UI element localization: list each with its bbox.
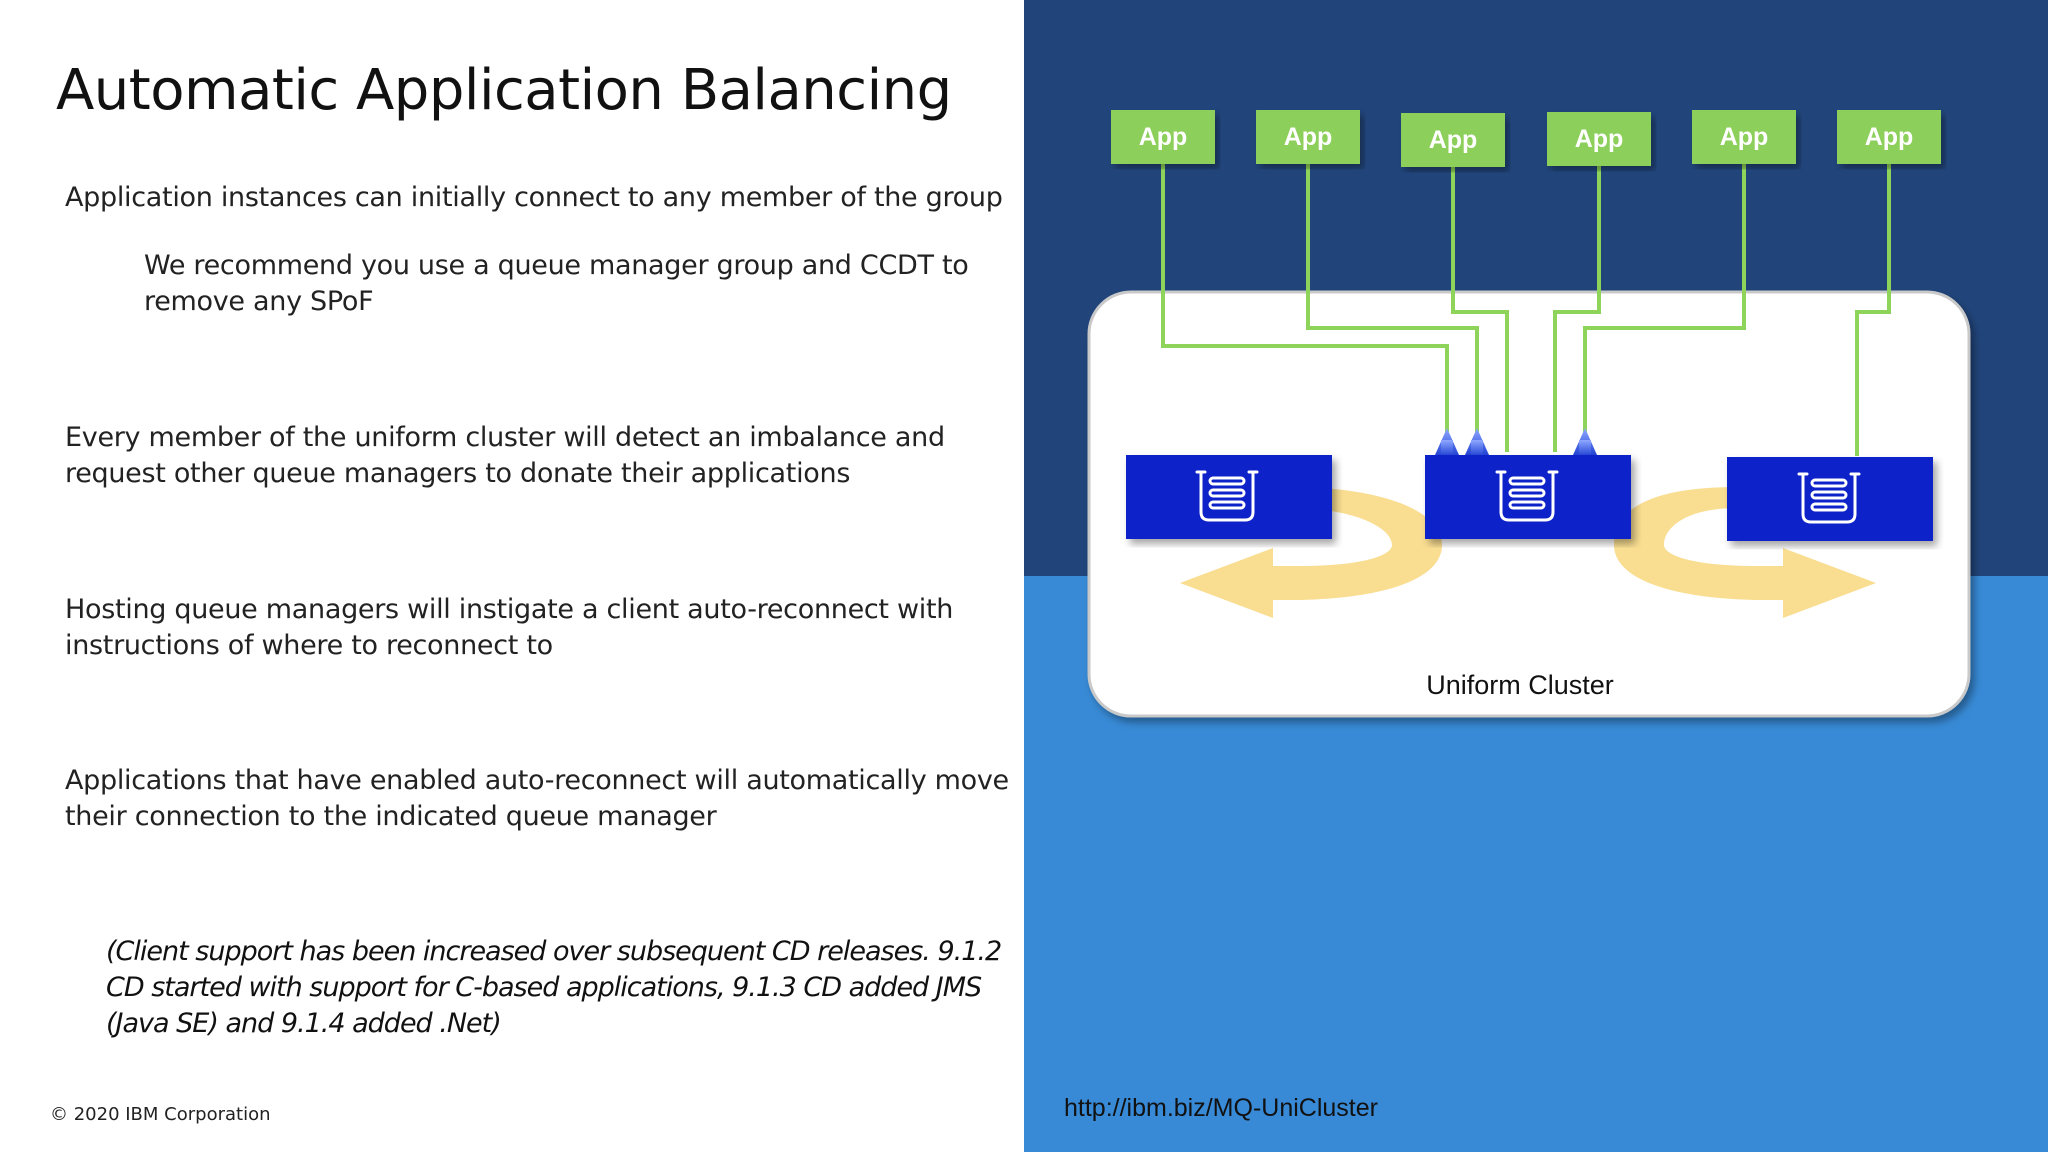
queue-icon <box>1797 472 1861 524</box>
rebalance-arrow-left <box>1180 487 1442 618</box>
app-label-5: App <box>1719 123 1769 151</box>
text-panel: Automatic Application Balancing Applicat… <box>50 58 1010 1125</box>
app-label-6: App <box>1864 123 1914 151</box>
sub-bullet-ccdt: We recommend you use a queue manager gro… <box>144 250 969 317</box>
queue-icon <box>1195 470 1259 522</box>
bullet-detect-imbalance: Every member of the uniform cluster will… <box>65 422 945 489</box>
cluster-label: Uniform Cluster <box>1426 670 1614 700</box>
queue-icon <box>1495 470 1559 522</box>
app-label-4: App <box>1574 125 1624 153</box>
slide-title: Automatic Application Balancing <box>56 58 952 123</box>
app-label-3: App <box>1428 126 1478 154</box>
app-label-2: App <box>1283 123 1333 151</box>
client-support-note: (Client support has been increased over … <box>106 936 1002 1039</box>
rebalance-arrow-right <box>1614 487 1876 618</box>
app-boxes <box>1111 110 1941 167</box>
app-connection-lines <box>1161 164 1891 456</box>
copyright: © 2020 IBM Corporation <box>50 1104 271 1125</box>
uniform-cluster-link[interactable]: http://ibm.biz/MQ-UniCluster <box>1064 1094 1378 1122</box>
app-label-1: App <box>1138 123 1188 151</box>
bullet-connect: Application instances can initially conn… <box>65 182 1003 213</box>
bullet-auto-reconnect: Hosting queue managers will instigate a … <box>65 594 954 661</box>
bullet-move-connection: Applications that have enabled auto-reco… <box>65 765 1009 832</box>
incoming-connection-arrows <box>1435 428 1597 456</box>
